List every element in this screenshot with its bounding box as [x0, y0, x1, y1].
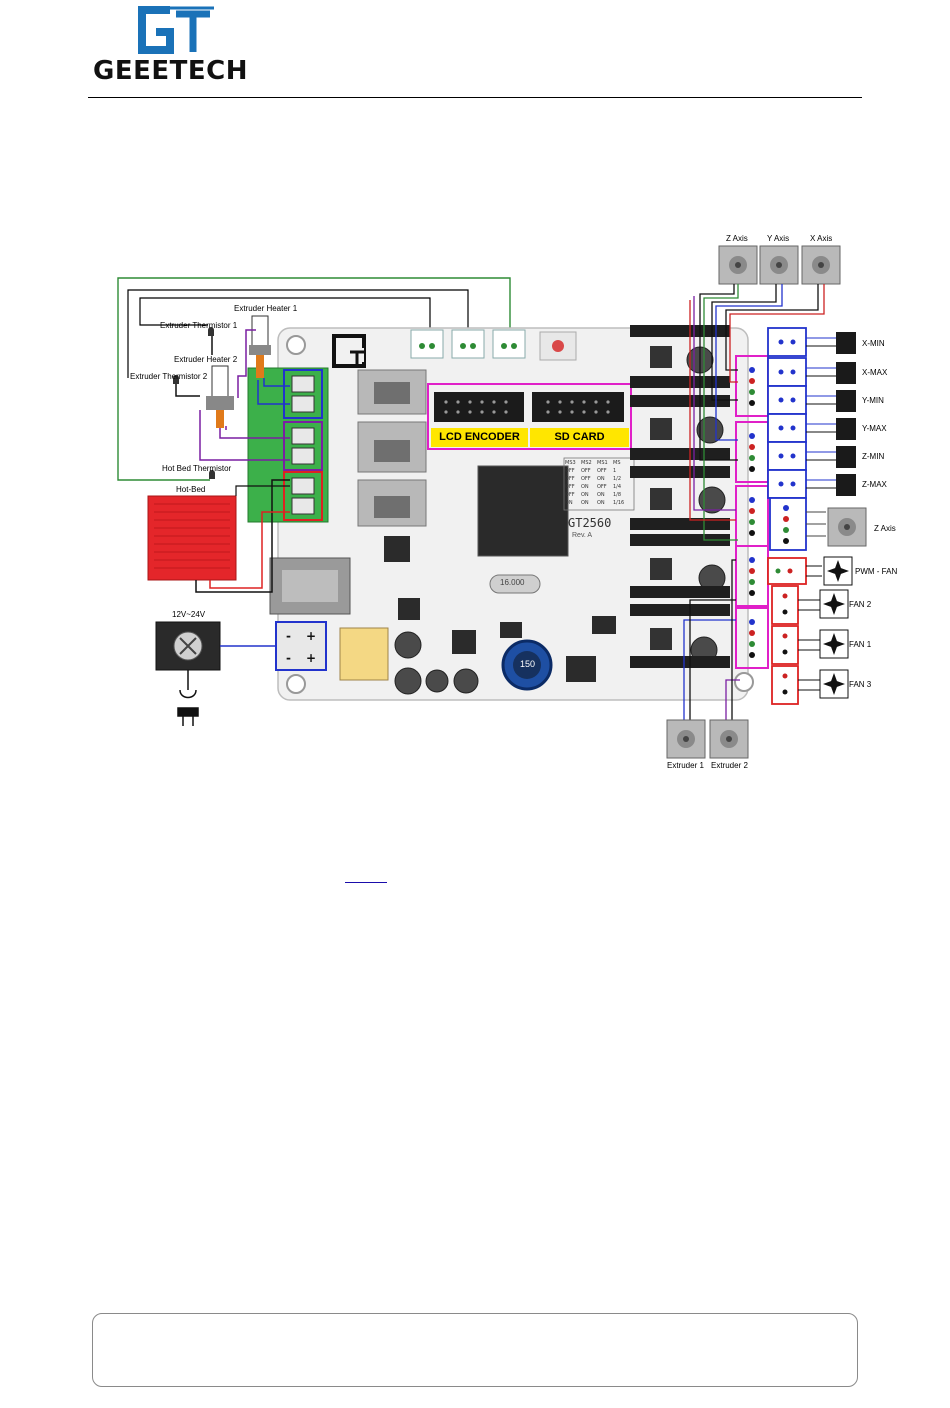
ms-table-bg: [563, 457, 635, 511]
stepper-motor-icon: [801, 245, 841, 285]
wire-top-mid: [127, 289, 469, 378]
label-y-max: Y-MAX: [862, 424, 887, 433]
label-y-axis-top: Y Axis: [767, 234, 790, 243]
crystal-label: 16.000: [500, 578, 525, 587]
board-rev: Rev. A: [572, 532, 593, 539]
label-extruder-heater-1: Extruder Heater 1: [234, 304, 298, 313]
stepper-motor-icon: [718, 245, 758, 285]
label-z-max: Z-MAX: [862, 480, 887, 489]
mount-hole-icon: [286, 674, 306, 694]
geeetech-logo-icon: [138, 6, 214, 54]
svg-text:-: -: [286, 651, 291, 665]
wire-top-outer: [117, 277, 511, 481]
stepper-motor-icon: [666, 719, 706, 759]
board-name: GT2560: [568, 516, 612, 530]
stepper-motor-icon: [709, 719, 749, 759]
inductor-label: 150: [520, 659, 536, 669]
fan-connectors: [767, 557, 807, 705]
label-extruder-heater-2: Extruder Heater 2: [174, 355, 238, 364]
label-z-axis-right: Z Axis: [874, 524, 896, 533]
label-y-min: Y-MIN: [862, 396, 884, 405]
power-plug-icon: [177, 707, 199, 726]
mount-hole-icon: [286, 335, 306, 355]
label-x-max: X-MAX: [862, 368, 888, 377]
stepper-driver-sockets: [630, 325, 730, 668]
lcd-encoder-header-bg: [431, 428, 528, 447]
wiring-diagram: - + - +: [117, 245, 867, 759]
svg-text:+: +: [306, 629, 316, 643]
mcu-chip: [477, 465, 569, 557]
label-extruder-1: Extruder 1: [667, 761, 704, 770]
label-x-min: X-MIN: [862, 339, 885, 348]
label-z-min: Z-MIN: [862, 452, 885, 461]
label-pwm-fan: PWM - FAN: [855, 567, 898, 576]
label-x-axis-top: X Axis: [810, 234, 833, 243]
stepper-motor-icon: [759, 245, 799, 285]
header-divider: [88, 97, 862, 98]
label-fan-2: FAN 2: [849, 600, 872, 609]
sd-card-label: SD CARD: [554, 431, 605, 443]
stepper-motor-icon: [827, 507, 867, 547]
wire-top-inner: [139, 297, 431, 330]
power-terminal: [275, 621, 327, 671]
extruder-heater-icon: [249, 315, 271, 378]
label-extruder-thermistor-2: Extruder Thermistor 2: [130, 372, 208, 381]
crystal: [489, 574, 541, 594]
lcd-encoder-label: LCD ENCODER: [439, 431, 520, 443]
hotbed: [147, 495, 237, 581]
label-extruder-2: Extruder 2: [711, 761, 748, 770]
label-fan-3: FAN 3: [849, 680, 872, 689]
thermistor-icon: [173, 327, 215, 479]
brand-name: GEEETECH: [93, 56, 248, 86]
label-hotbed: Hot-Bed: [176, 485, 206, 494]
extruder-heater-icon: [206, 365, 234, 428]
svg-text:-: -: [286, 629, 291, 643]
screw-terminals: [247, 367, 329, 523]
svg-text:+: +: [306, 651, 316, 665]
endstop-connectors: [767, 327, 807, 499]
label-hot-bed-thermistor: Hot Bed Thermistor: [162, 464, 232, 473]
label-z-axis-top: Z Axis: [726, 234, 748, 243]
fan-icon: [819, 556, 853, 699]
label-extruder-thermistor-1: Extruder Thermistor 1: [160, 321, 238, 330]
mount-hole-icon: [734, 672, 754, 692]
label-power: 12V~24V: [172, 610, 206, 619]
label-fan-1: FAN 1: [849, 640, 872, 649]
endstop-switches: [806, 332, 856, 496]
board-logo-icon: [332, 334, 366, 368]
footer-frame: [92, 1313, 858, 1387]
hyperlink-underline[interactable]: [345, 882, 387, 883]
header-frame: [427, 383, 632, 450]
connector-top-3: [410, 329, 526, 359]
logo-area: [90, 4, 260, 86]
reset-button-icon: [539, 331, 577, 361]
sd-card-header-bg: [530, 428, 629, 447]
